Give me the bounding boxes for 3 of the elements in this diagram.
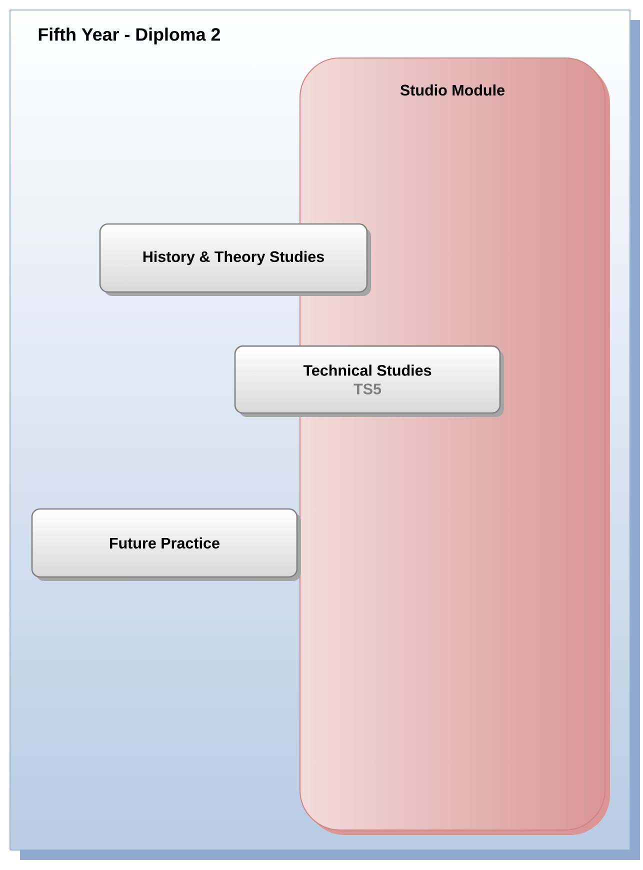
study-box: Technical Studies TS5 <box>234 345 504 417</box>
study-box: Future Practice <box>31 508 301 581</box>
study-box: History & Theory Studies <box>99 223 372 296</box>
